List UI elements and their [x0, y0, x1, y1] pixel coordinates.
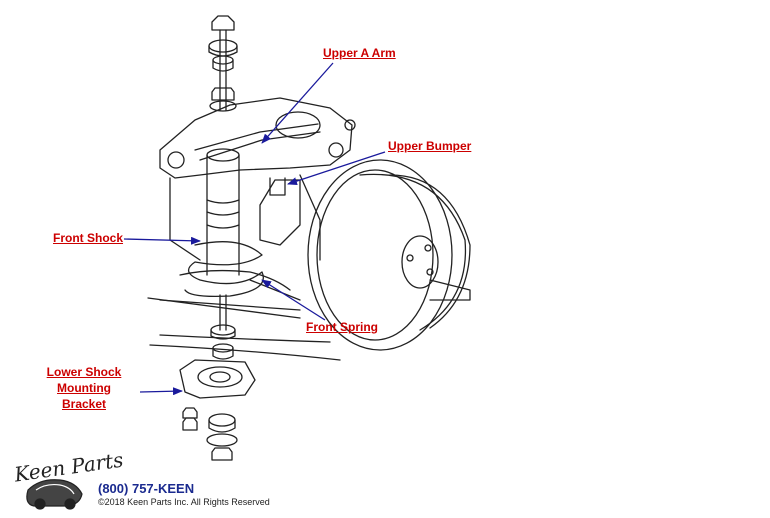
label-lower-shock-mounting-bracket[interactable]: Lower Shock Mounting Bracket: [36, 364, 132, 412]
lower-bracket-part: [179, 359, 256, 399]
front-spring-part: [184, 241, 264, 298]
label-upper-bumper[interactable]: Upper Bumper: [388, 139, 472, 153]
label-lower-shock-line3: Bracket: [61, 397, 107, 411]
phone-number[interactable]: (800) 757-KEEN: [98, 481, 195, 496]
copyright-text: ©2018 Keen Parts Inc. All Rights Reserve…: [98, 497, 270, 507]
upper-bumper-arrow: [287, 151, 386, 185]
keen-parts-logo-icon: [26, 479, 83, 510]
label-upper-a-arm[interactable]: Upper A Arm: [323, 46, 396, 60]
label-front-spring[interactable]: Front Spring: [306, 320, 378, 334]
label-lower-shock-line1: Lower Shock: [46, 365, 122, 379]
label-front-shock[interactable]: Front Shock: [53, 231, 124, 245]
upper-a-arm-part: [159, 97, 353, 179]
label-lower-shock-line2: Mounting: [57, 381, 111, 395]
lower-bracket-arrow: [139, 387, 183, 396]
front-spring-arrow: [261, 279, 326, 321]
upper-a-arm-arrow: [261, 62, 334, 144]
front-shock-arrow: [123, 236, 201, 245]
